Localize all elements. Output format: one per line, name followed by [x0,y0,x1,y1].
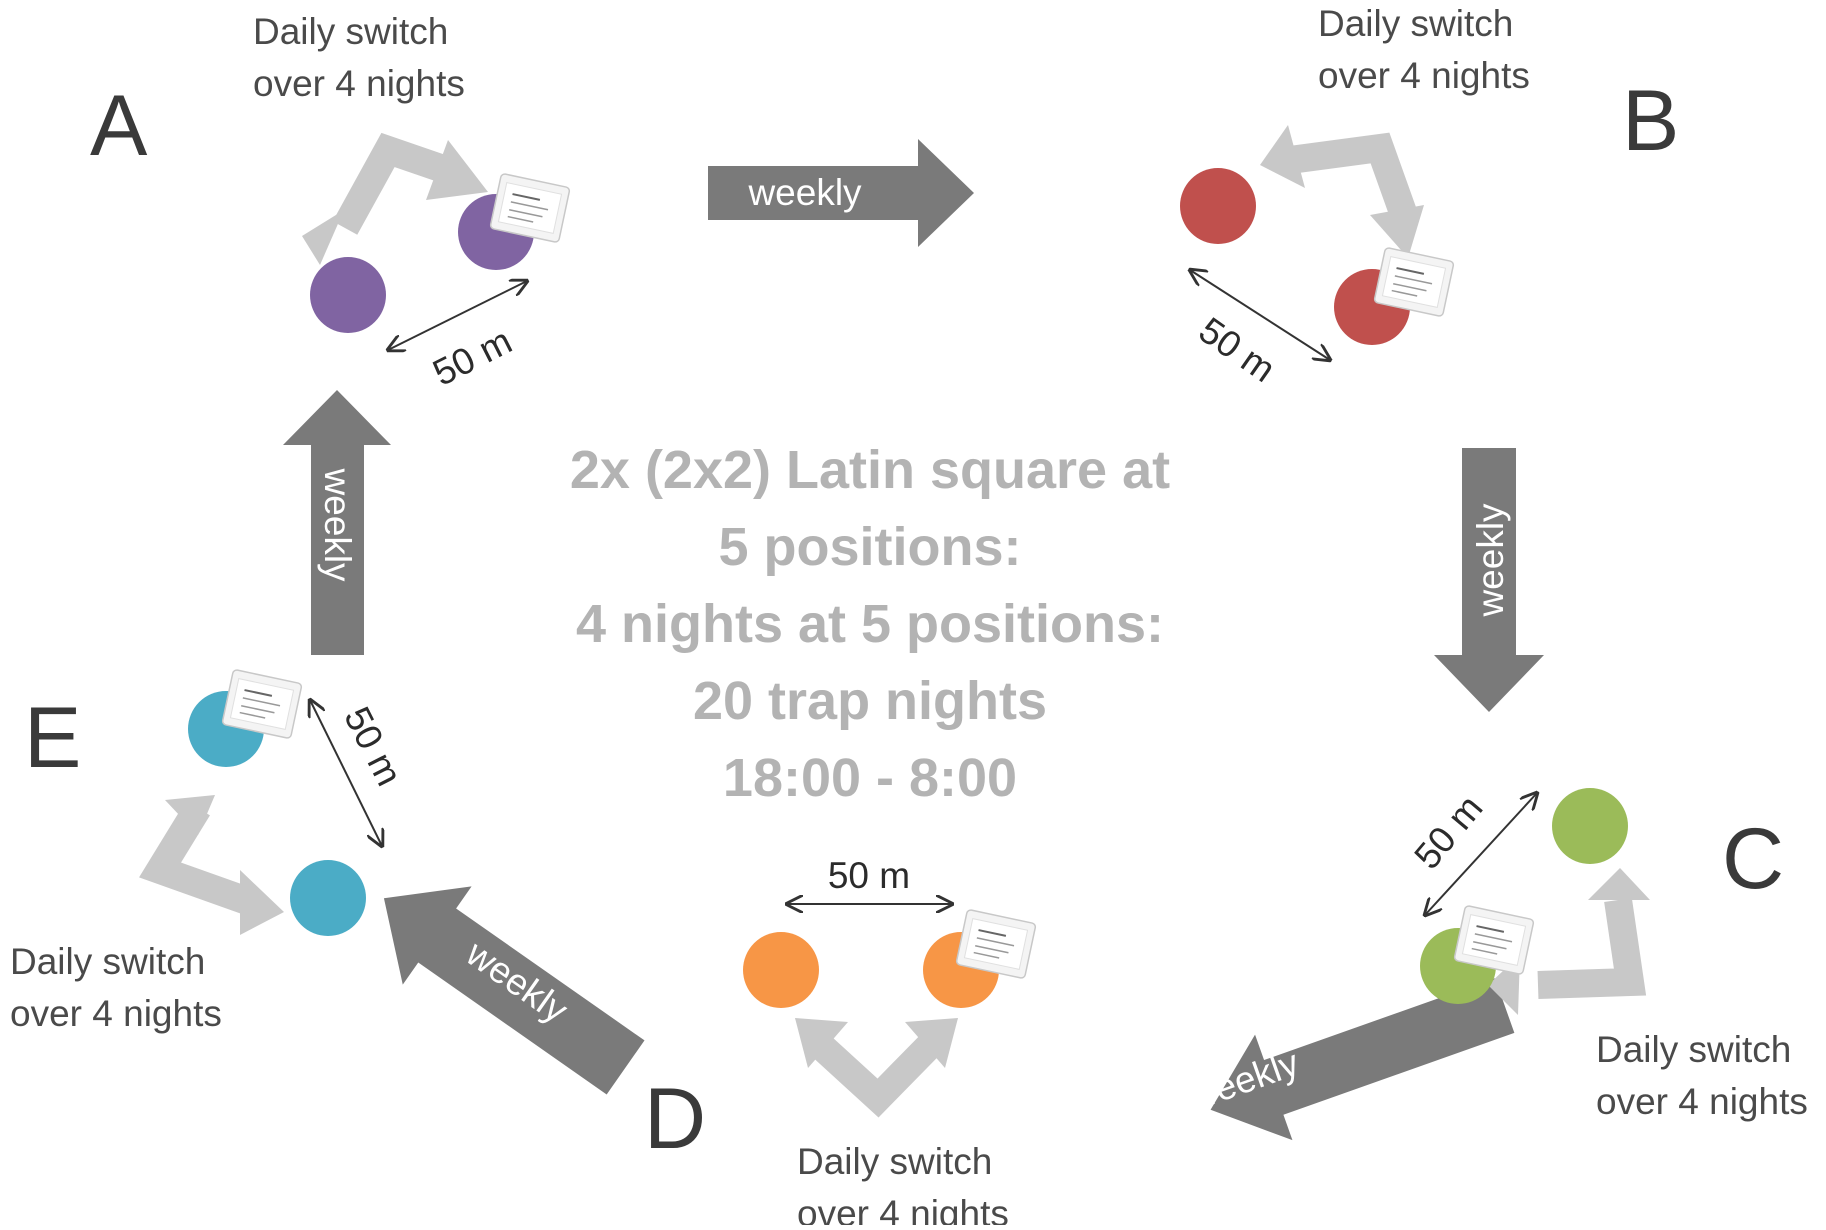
position-label-e: E [24,690,81,786]
weekly-arrow-b-to-c: weekly [1434,448,1544,712]
center-summary: 2x (2x2) Latin square at 5 positions: 4 … [570,440,1170,808]
switch-caption: Daily switch [1596,1029,1791,1070]
summary-line: 20 trap nights [693,671,1047,731]
switch-arrowhead [905,1018,958,1068]
switch-arrowhead [1370,205,1424,258]
summary-line: 2x (2x2) Latin square at [570,440,1170,500]
position-e-group: 50 m Daily switch over 4 nights [10,668,410,1034]
switch-caption: Daily switch [1318,3,1513,44]
switch-arrowhead [1588,868,1650,900]
switch-arrowhead [426,140,488,200]
trap-circle [1552,788,1628,864]
weekly-arrow-d-to-e: weekly [383,886,645,1095]
switch-arrowhead [302,210,344,265]
position-a-group: 50 m Daily switch over 4 nights [253,11,572,394]
summary-line: 5 positions: [718,517,1021,577]
summary-line: 18:00 - 8:00 [723,748,1017,808]
trap-circle [1180,168,1256,244]
position-d-group: 50 m Daily switch over 4 nights [743,855,1038,1230]
switch-caption: over 4 nights [797,1193,1009,1225]
switch-caption: over 4 nights [1596,1081,1808,1122]
position-b-group: 50 m Daily switch over 4 nights [1180,3,1530,390]
weekly-arrow-a-to-b: weekly [708,139,974,247]
distance-line [388,281,527,350]
switch-arrowhead [795,1018,848,1068]
switch-arrowhead [1260,125,1305,188]
switch-arrowhead [240,870,284,935]
distance-label: 50 m [426,320,518,394]
switch-caption: Daily switch [253,11,448,52]
weekly-label: weekly [317,467,358,582]
distance-label: 50 m [1406,787,1490,876]
switch-arrow-e [139,800,255,916]
switch-arrow-c [1537,897,1647,999]
trap-circle [290,860,366,936]
weekly-label: weekly [1470,503,1511,618]
weekly-label: weekly [747,172,862,213]
switch-caption: over 4 nights [253,63,465,104]
distance-line [310,700,382,846]
position-label-a: A [90,78,148,174]
distance-label: 50 m [336,700,410,792]
trap-circle [310,257,386,333]
position-label-b: B [1622,73,1679,169]
switch-arrow-a [332,132,457,235]
position-label-d: D [644,1071,706,1167]
weekly-arrow-e-to-a: weekly [283,390,391,655]
distance-line [1190,270,1330,360]
switch-caption: Daily switch [10,941,205,982]
distance-line [1425,793,1537,915]
position-label-c: C [1722,811,1784,907]
switch-arrowhead [165,795,215,835]
switch-caption: over 4 nights [10,993,222,1034]
summary-line: 4 nights at 5 positions: [576,594,1164,654]
switch-caption: over 4 nights [1318,55,1530,96]
switch-caption: Daily switch [797,1141,992,1182]
trap-circle [743,932,819,1008]
distance-label: 50 m [828,855,910,896]
switch-arrow-d [810,1034,940,1118]
switch-arrow-b [1288,132,1419,223]
